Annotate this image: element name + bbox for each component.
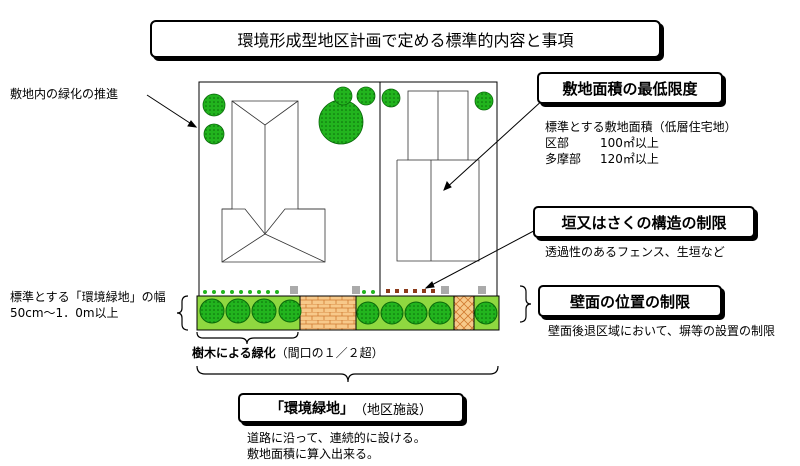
env-green-heading-text: 「環境緑地」	[269, 401, 354, 417]
tree-greening-normal: （間口の１／２超）	[275, 346, 384, 360]
wall-position-heading: 壁面の位置の制限	[538, 285, 722, 317]
green-strip	[196, 295, 500, 331]
ward-value: 100㎡以上	[600, 136, 659, 150]
min-site-area-heading-text: 敷地面積の最低限度	[562, 79, 698, 98]
fence-heading-text: 垣又はさくの構造の制限	[561, 213, 727, 232]
tree-greening-label: 樹木による緑化（間口の１／２超）	[192, 345, 384, 361]
green-width-line1: 標準とする「環境緑地」の幅	[10, 290, 166, 304]
min-site-area-line1: 標準とする敷地面積（低層住宅地）	[545, 120, 737, 134]
min-site-area-heading: 敷地面積の最低限度	[537, 72, 723, 104]
pointer-arrows	[146, 94, 546, 289]
gate-posts	[290, 286, 486, 294]
site-trees	[202, 86, 494, 145]
env-green-heading: 「環境緑地」（地区施設）	[238, 393, 464, 423]
wall-position-desc: 壁面後退区域において、塀等の設置の制限	[548, 324, 776, 338]
env-green-line2: 敷地面積に算入出来る。	[247, 447, 380, 461]
tree-greening-bold: 樹木による緑化	[192, 346, 276, 360]
wall-position-heading-text: 壁面の位置の制限	[569, 292, 690, 311]
lot-right	[379, 81, 498, 297]
left-house	[221, 100, 326, 263]
ward-label: 区部	[545, 136, 570, 150]
page-title-text: 環境形成型地区計画で定める標準的内容と事項	[237, 31, 574, 50]
greening-promotion-label: 敷地内の緑化の推進	[10, 87, 119, 101]
fence-heading: 垣又はさくの構造の制限	[533, 206, 755, 238]
env-green-sub: （地区施設）	[353, 402, 432, 418]
hedge-dots	[203, 290, 375, 294]
right-house	[396, 90, 480, 262]
green-width-line2: 50cm～1．0m以上	[10, 306, 119, 320]
tama-value: 120㎡以上	[600, 152, 659, 166]
fence-squares	[386, 289, 435, 293]
tama-label: 多摩部	[545, 152, 582, 166]
env-green-line1: 道路に沿って、連続的に設ける。	[247, 431, 426, 445]
braces	[176, 285, 532, 383]
fence-desc: 透過性のあるフェンス、生垣など	[545, 245, 725, 259]
page-title: 環境形成型地区計画で定める標準的内容と事項	[150, 20, 661, 58]
